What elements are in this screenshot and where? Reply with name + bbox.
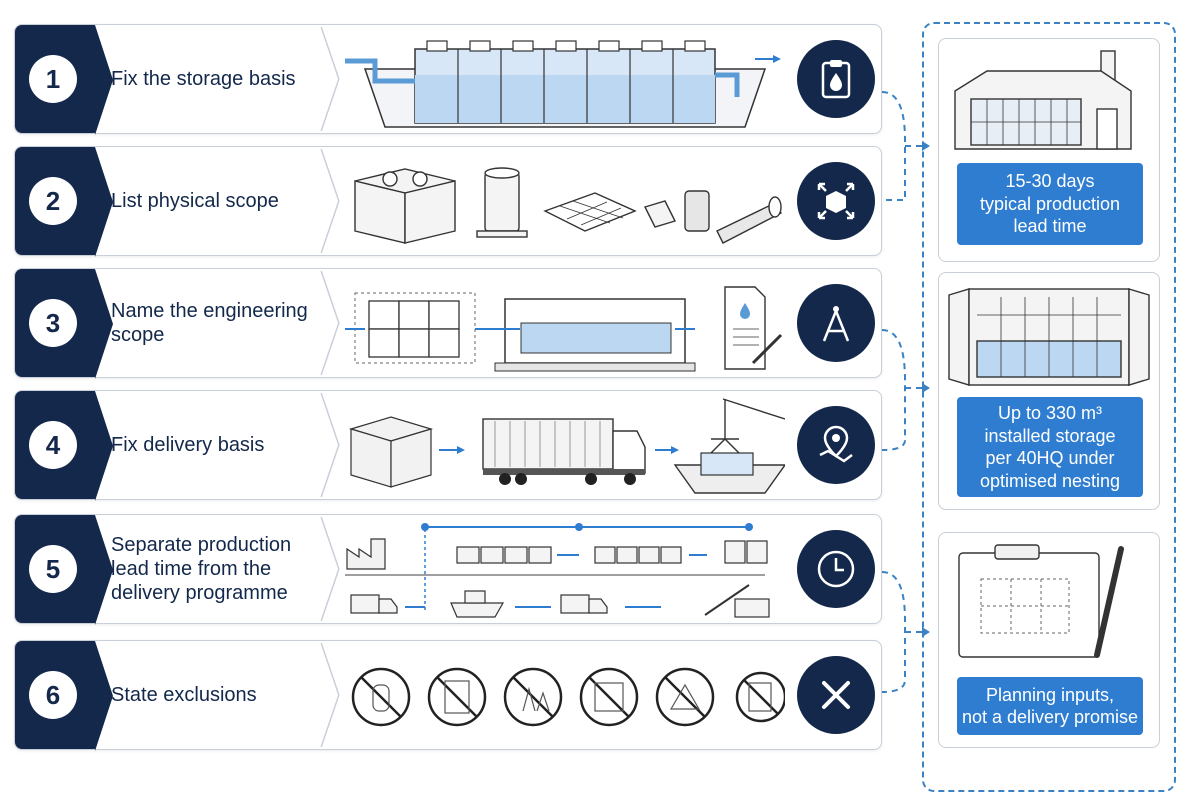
shipping-container-illustration <box>948 288 1150 386</box>
clipboard-water-drop-icon <box>797 40 875 118</box>
side-card-planning: Planning inputs, not a delivery promise <box>938 532 1160 748</box>
chevron-divider-icon <box>320 516 340 622</box>
step-2-row: 2 List physical scope <box>14 146 882 257</box>
chevron-divider-icon <box>320 642 340 748</box>
step-3-number: 3 <box>29 299 77 347</box>
chevron-divider-icon <box>320 392 340 498</box>
step-1-number: 1 <box>29 55 77 103</box>
step-3-label: Name the engineering scope <box>111 300 308 346</box>
exclusions-illustration <box>351 667 785 727</box>
factory-illustration <box>954 50 1132 150</box>
step-1-badge: 1 <box>15 25 113 135</box>
step-4-number: 4 <box>29 421 77 469</box>
step-2-label: List physical scope <box>111 190 279 212</box>
step-1-label: Fix the storage basis <box>111 68 296 90</box>
step-4-row: 4 Fix delivery basis <box>14 390 882 501</box>
step-5-number: 5 <box>29 545 77 593</box>
step-2-number: 2 <box>29 177 77 225</box>
underground-tank-illustration <box>345 40 781 128</box>
step-6-row: 6 State exclusions <box>14 640 882 751</box>
chevron-divider-icon <box>320 26 340 132</box>
step-3-row: 3 Name the engineering scope <box>14 268 882 379</box>
step-5-label: Separate production lead time from the d… <box>111 534 292 604</box>
timeline-illustration <box>345 523 770 618</box>
side-card-production: 15-30 days typical production lead time <box>938 38 1160 262</box>
step-4-label: Fix delivery basis <box>111 434 265 456</box>
step-2-badge: 2 <box>15 147 113 257</box>
step-6-label: State exclusions <box>111 684 257 706</box>
container-capacity-note: Up to 330 m³ installed storage per 40HQ … <box>957 397 1143 497</box>
expand-box-icon <box>797 162 875 240</box>
planning-inputs-note: Planning inputs, not a delivery promise <box>957 677 1143 735</box>
step-5-row: 5 Separate production lead time from the… <box>14 514 882 625</box>
chevron-divider-icon <box>320 148 340 254</box>
planning-clipboard-illustration <box>958 544 1124 658</box>
map-pin-icon <box>797 406 875 484</box>
step-4-badge: 4 <box>15 391 113 501</box>
compass-pencil-icon <box>797 284 875 362</box>
side-card-container: Up to 330 m³ installed storage per 40HQ … <box>938 272 1160 510</box>
engineering-drawings-illustration <box>345 286 783 372</box>
step-3-badge: 3 <box>15 269 113 379</box>
side-panel <box>922 22 1176 792</box>
step-6-number: 6 <box>29 671 77 719</box>
delivery-illustration <box>348 398 785 494</box>
components-illustration <box>354 167 782 244</box>
step-5-badge: 5 <box>15 515 113 625</box>
x-mark-icon <box>797 656 875 734</box>
chevron-divider-icon <box>320 270 340 376</box>
step-6-badge: 6 <box>15 641 113 751</box>
clock-icon <box>797 530 875 608</box>
production-lead-time-note: 15-30 days typical production lead time <box>957 163 1143 245</box>
step-1-row: 1 Fix the storage basis <box>14 24 882 135</box>
